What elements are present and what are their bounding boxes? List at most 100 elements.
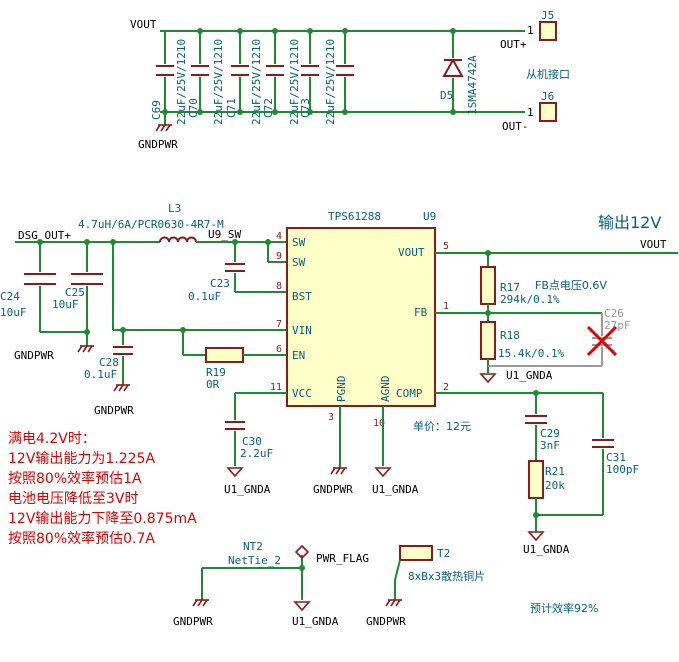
inductor-ref: L3 bbox=[168, 202, 181, 215]
cap-ref-c70: C70 bbox=[187, 98, 200, 118]
svg-text:1: 1 bbox=[443, 301, 449, 312]
connector-j5-ref: J5 bbox=[541, 9, 554, 22]
svg-text:FB: FB bbox=[414, 306, 428, 319]
svg-text:8xBx3散热铜片: 8xBx3散热铜片 bbox=[408, 569, 485, 583]
svg-text:R21: R21 bbox=[545, 465, 565, 478]
svg-text:1: 1 bbox=[527, 106, 534, 119]
ic-part: TPS61288 bbox=[328, 210, 381, 223]
svg-text:4: 4 bbox=[276, 231, 282, 242]
cap-value-1: 22uF/25V/1210 bbox=[175, 39, 188, 125]
capacitor-c28: C28 0.1uF GNDPWR bbox=[84, 330, 134, 417]
svg-text:R18: R18 bbox=[500, 329, 520, 342]
svg-text:SW: SW bbox=[292, 256, 306, 269]
capacitor-c25: C25 10uF bbox=[52, 242, 103, 332]
svg-text:C29: C29 bbox=[540, 427, 560, 440]
resistor-r21: R21 20k U1_GNDA bbox=[523, 460, 570, 556]
svg-text:11: 11 bbox=[270, 382, 282, 393]
net-label-vout-top: VOUT bbox=[130, 18, 157, 31]
capacitor-c30: C30 2.2uF U1_GNDA bbox=[224, 392, 287, 496]
resistor-r19: R19 0R bbox=[205, 347, 244, 391]
output-capacitor-bank: VOUT C69 22uF/25V/1210 C70 22uF/25V/1210… bbox=[130, 18, 525, 125]
svg-text:VOUT: VOUT bbox=[398, 246, 425, 259]
nettie-nt2: NT2 NetTie_2 GNDPWR PWR_FLAG U1_GNDA bbox=[173, 540, 369, 628]
connector-label: 从机接口 bbox=[526, 67, 570, 81]
net-label-gndpwr-nettie: GNDPWR bbox=[173, 615, 213, 628]
svg-text:27pF: 27pF bbox=[604, 319, 631, 332]
svg-text:C24: C24 bbox=[0, 290, 20, 303]
net-label-gndpwr-input: GNDPWR bbox=[14, 349, 54, 362]
svg-text:COMP: COMP bbox=[396, 387, 423, 400]
net-label-out-plus: OUT+ bbox=[500, 38, 527, 51]
price-note: 单价：12元 bbox=[413, 420, 471, 433]
net-label-gndpwr-heatsink: GNDPWR bbox=[366, 615, 406, 628]
svg-text:12V输出能力为1.225A: 12V输出能力为1.225A bbox=[8, 451, 155, 467]
gnda-symbol-agnd: U1_GNDA bbox=[372, 406, 419, 496]
svg-text:20k: 20k bbox=[545, 479, 565, 492]
svg-text:C26: C26 bbox=[604, 307, 624, 320]
net-label-gndpwr-c28: GNDPWR bbox=[94, 404, 134, 417]
svg-text:AGND: AGND bbox=[379, 376, 392, 403]
svg-text:BST: BST bbox=[292, 290, 312, 303]
cap-ref-c72: C72 bbox=[262, 98, 275, 118]
cap-ref-c73: C73 bbox=[299, 98, 312, 118]
cap-ref-c69: C69 bbox=[150, 100, 163, 120]
svg-text:9: 9 bbox=[276, 251, 282, 262]
svg-text:VCC: VCC bbox=[292, 387, 312, 400]
svg-text:PGND: PGND bbox=[335, 376, 348, 403]
capacitor-c23: C23 0.1uF bbox=[188, 242, 287, 303]
svg-text:2: 2 bbox=[443, 382, 449, 393]
svg-text:6: 6 bbox=[276, 344, 282, 355]
svg-text:3nF: 3nF bbox=[540, 439, 560, 452]
capacitor-c26-dnp: C26 27pF bbox=[488, 307, 631, 367]
svg-text:294k/0.1%: 294k/0.1% bbox=[500, 293, 560, 306]
svg-text:15.4k/0.1%: 15.4k/0.1% bbox=[498, 347, 565, 360]
svg-text:0.1uF: 0.1uF bbox=[84, 368, 117, 381]
cap-value-4: 22uF/25V/1210 bbox=[288, 39, 301, 125]
net-label-pwr-flag: PWR_FLAG bbox=[316, 552, 369, 565]
connector-j6-ref: J6 bbox=[541, 90, 554, 103]
svg-text:NetTie_2: NetTie_2 bbox=[228, 554, 281, 567]
heatsink-t2: T2 8xBx3散热铜片 GNDPWR bbox=[366, 545, 485, 628]
inductor-l3: L3 4.7uH/6A/PCR0630-4R7-M bbox=[78, 202, 287, 243]
capacitor-c29: C29 3nF bbox=[525, 393, 560, 461]
net-label-u1-gnda-r18: U1_GNDA bbox=[506, 369, 553, 382]
net-label-vout-right: VOUT bbox=[640, 238, 667, 251]
net-label-dsg-out: DSG_OUT+ bbox=[18, 229, 71, 242]
svg-text:SW: SW bbox=[292, 236, 306, 249]
svg-text:7: 7 bbox=[276, 319, 282, 330]
svg-text:C25: C25 bbox=[65, 286, 85, 299]
gndpwr-symbol-top: GNDPWR bbox=[138, 112, 178, 151]
svg-text:按照80%效率预估1A: 按照80%效率预估1A bbox=[8, 470, 142, 487]
net-label-u1-gnda-nettie: U1_GNDA bbox=[292, 615, 339, 628]
connector-j5: 1 J5 OUT+ bbox=[500, 9, 557, 51]
cap-value-5: 22uF/25V/1210 bbox=[324, 39, 337, 125]
svg-text:C30: C30 bbox=[242, 435, 262, 448]
svg-text:100pF: 100pF bbox=[606, 463, 639, 476]
svg-text:C23: C23 bbox=[210, 277, 230, 290]
svg-text:T2: T2 bbox=[437, 547, 450, 560]
connector-j6: 1 J6 OUT- bbox=[502, 90, 557, 133]
svg-text:3: 3 bbox=[328, 412, 334, 423]
resistor-r18: R18 15.4k/0.1% U1_GNDA bbox=[479, 321, 565, 384]
output-title: 输出12V bbox=[598, 213, 661, 232]
svg-text:C28: C28 bbox=[99, 356, 119, 369]
net-label-u1-gnda-c30: U1_GNDA bbox=[224, 483, 271, 496]
svg-text:NT2: NT2 bbox=[243, 540, 263, 553]
cap-ref-c71: C71 bbox=[225, 98, 238, 118]
svg-text:2.2uF: 2.2uF bbox=[240, 447, 273, 460]
net-label-u9-sw: U9_SW bbox=[208, 228, 241, 241]
gndpwr-symbol-pgnd: GNDPWR bbox=[313, 406, 353, 496]
svg-text:0.1uF: 0.1uF bbox=[188, 290, 221, 303]
svg-text:EN: EN bbox=[292, 349, 305, 362]
net-label-u1-gnda-agnd: U1_GNDA bbox=[372, 483, 419, 496]
svg-text:5: 5 bbox=[443, 241, 449, 252]
svg-text:C31: C31 bbox=[606, 451, 626, 464]
svg-text:0R: 0R bbox=[206, 378, 220, 391]
tvs-diode-d5: D5 1SMA4742A bbox=[440, 28, 479, 115]
cap-value-3: 22uF/25V/1210 bbox=[250, 39, 263, 125]
svg-text:按照80%效率预估0.7A: 按照80%效率预估0.7A bbox=[8, 530, 155, 547]
svg-text:10uF: 10uF bbox=[0, 306, 27, 319]
net-label-u1-gnda-r21: U1_GNDA bbox=[523, 543, 570, 556]
svg-text:12V输出能力下降至0.875mA: 12V输出能力下降至0.875mA bbox=[8, 511, 197, 527]
fb-voltage-note: FB点电压0.6V bbox=[535, 279, 607, 292]
